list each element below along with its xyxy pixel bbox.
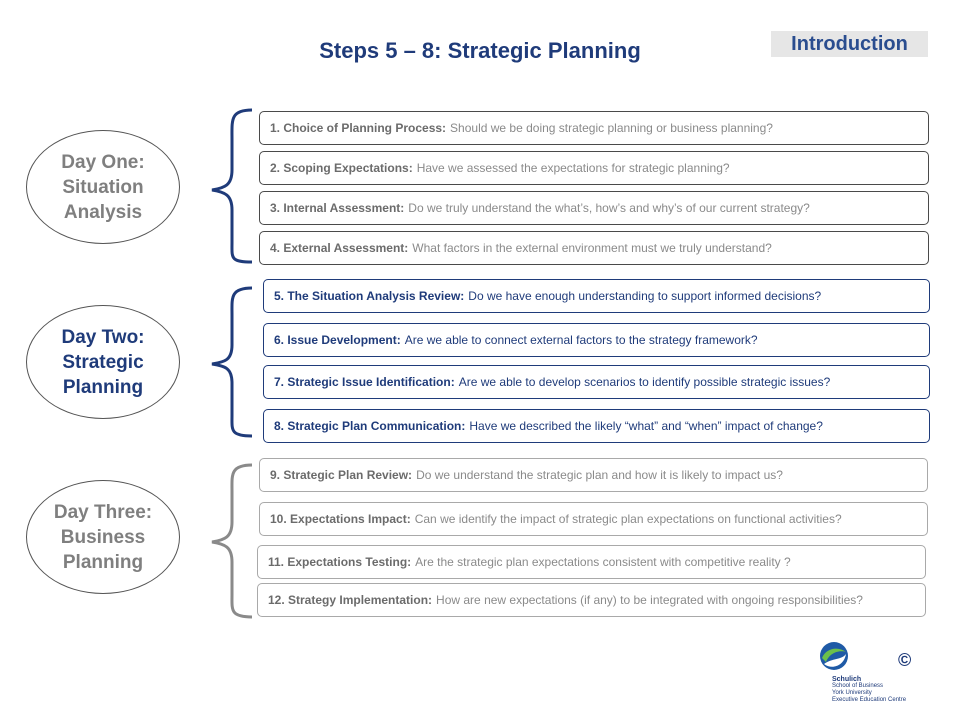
step-4-text: What factors in the external environment… xyxy=(412,241,772,255)
step-11: 11. Expectations Testing:Are the strateg… xyxy=(257,545,926,579)
step-5-text: Do we have enough understanding to suppo… xyxy=(468,289,822,303)
logo-line-1: School of Business xyxy=(832,683,884,689)
logo-text: Schulich School of Business York Univers… xyxy=(832,676,906,704)
step-9: 9. Strategic Plan Review:Do we understan… xyxy=(259,458,928,492)
step-1-head: 1. Choice of Planning Process: xyxy=(270,121,447,135)
logo-line-2: York University xyxy=(832,690,872,696)
step-9-text: Do we understand the strategic plan and … xyxy=(416,468,783,482)
day-two-label: Day Two: Strategic Planning xyxy=(61,326,145,398)
day-three-ellipse: Day Three: Business Planning xyxy=(26,480,180,594)
step-1: 1. Choice of Planning Process:Should we … xyxy=(259,111,929,145)
step-9-head: 9. Strategic Plan Review: xyxy=(270,468,413,482)
step-3-text: Do we truly understand the what’s, how’s… xyxy=(408,201,810,215)
step-7: 7. Strategic Issue Identification:Are we… xyxy=(263,365,930,399)
step-4: 4. External Assessment:What factors in t… xyxy=(259,231,929,265)
step-10: 10. Expectations Impact:Can we identify … xyxy=(259,502,928,536)
step-2-text: Have we assessed the expectations for st… xyxy=(416,161,730,175)
step-7-head: 7. Strategic Issue Identification: xyxy=(274,375,455,389)
step-12-head: 12. Strategy Implementation: xyxy=(268,593,433,607)
day-one-label: Day One: Situation Analysis xyxy=(61,151,145,223)
logo-name: Schulich xyxy=(832,676,862,683)
logo-line-3: Executive Education Centre xyxy=(832,697,907,703)
step-12: 12. Strategy Implementation:How are new … xyxy=(257,583,926,617)
day-two-ellipse: Day Two: Strategic Planning xyxy=(26,305,180,419)
step-2: 2. Scoping Expectations:Have we assessed… xyxy=(259,151,929,185)
day-one-ellipse: Day One: Situation Analysis xyxy=(26,130,180,244)
day-one-brace xyxy=(211,108,253,264)
step-7-text: Are we able to develop scenarios to iden… xyxy=(458,375,831,389)
step-1-text: Should we be doing strategic planning or… xyxy=(450,121,773,135)
step-3-head: 3. Internal Assessment: xyxy=(270,201,405,215)
day-two-brace xyxy=(211,286,253,438)
step-10-text: Can we identify the impact of strategic … xyxy=(414,512,842,526)
step-6: 6. Issue Development:Are we able to conn… xyxy=(263,323,930,357)
copyright-icon: © xyxy=(898,650,912,670)
day-three-label: Day Three: Business Planning xyxy=(53,501,153,573)
step-5: 5. The Situation Analysis Review:Do we h… xyxy=(263,279,930,313)
step-8-text: Have we described the likely “what” and … xyxy=(469,419,823,433)
step-3: 3. Internal Assessment:Do we truly under… xyxy=(259,191,929,225)
step-4-head: 4. External Assessment: xyxy=(270,241,409,255)
step-11-head: 11. Expectations Testing: xyxy=(268,555,412,569)
step-2-head: 2. Scoping Expectations: xyxy=(270,161,413,175)
step-8: 8. Strategic Plan Communication:Have we … xyxy=(263,409,930,443)
page-title: Steps 5 – 8: Strategic Planning xyxy=(319,38,641,63)
day-three-brace xyxy=(211,463,253,619)
step-10-head: 10. Expectations Impact: xyxy=(270,512,411,526)
step-8-head: 8. Strategic Plan Communication: xyxy=(274,419,466,433)
step-12-text: How are new expectations (if any) to be … xyxy=(436,593,863,607)
introduction-tag[interactable]: Introduction xyxy=(771,31,928,57)
step-5-head: 5. The Situation Analysis Review: xyxy=(274,289,465,303)
step-6-head: 6. Issue Development: xyxy=(274,333,401,347)
step-11-text: Are the strategic plan expectations cons… xyxy=(415,555,791,569)
schulich-logo-icon xyxy=(820,642,848,670)
step-6-text: Are we able to connect external factors … xyxy=(404,333,758,347)
